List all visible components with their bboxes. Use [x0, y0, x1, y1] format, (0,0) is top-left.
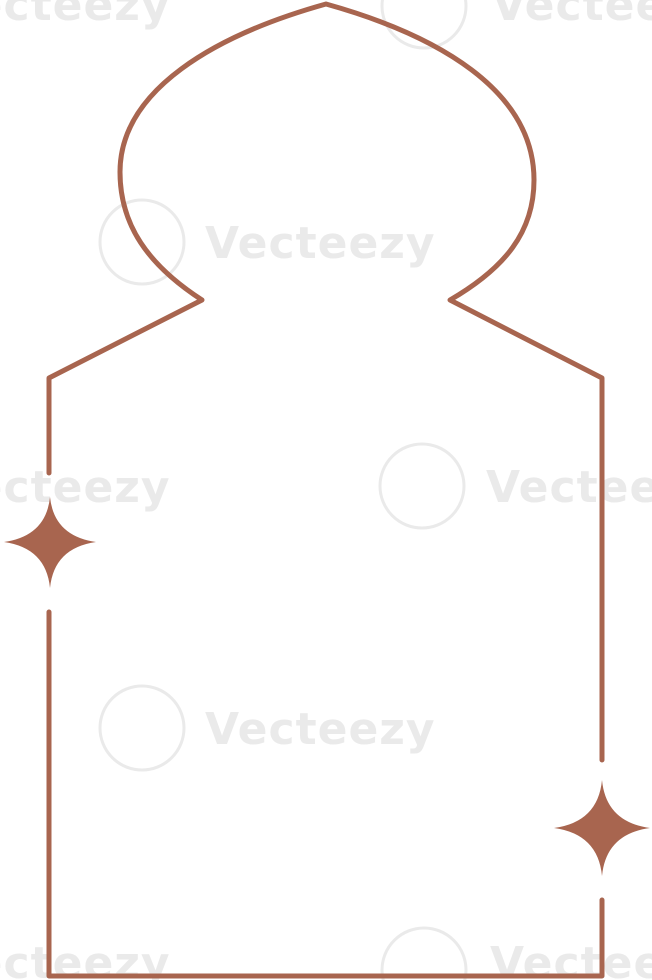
watermark-logo-bottom	[380, 926, 468, 980]
watermark-text-mid-left: Vecteezy	[0, 462, 171, 513]
watermark-text-mid-right: Vecteezy	[486, 462, 652, 513]
arch-frame-outline	[46, 1, 605, 979]
watermark-text-upper: Vecteezy	[205, 218, 436, 269]
watermark-logo-upper	[98, 198, 186, 286]
sparkle-star-icon-left	[4, 497, 96, 588]
watermark-text-top-left: Vecteezy	[0, 0, 171, 31]
watermark-text-bottom-left: Vecteezy	[0, 938, 171, 980]
watermark-logo-lower	[98, 684, 186, 772]
watermark-logo-top	[380, 0, 468, 50]
watermark-text-lower: Vecteezy	[205, 704, 436, 755]
watermark-text-bottom-right: Vecteezy	[490, 938, 652, 980]
sparkle-star-icon-right	[554, 780, 650, 876]
watermark-text-top-right: Vecteezy	[492, 0, 652, 31]
watermark-logo-mid	[378, 442, 466, 530]
